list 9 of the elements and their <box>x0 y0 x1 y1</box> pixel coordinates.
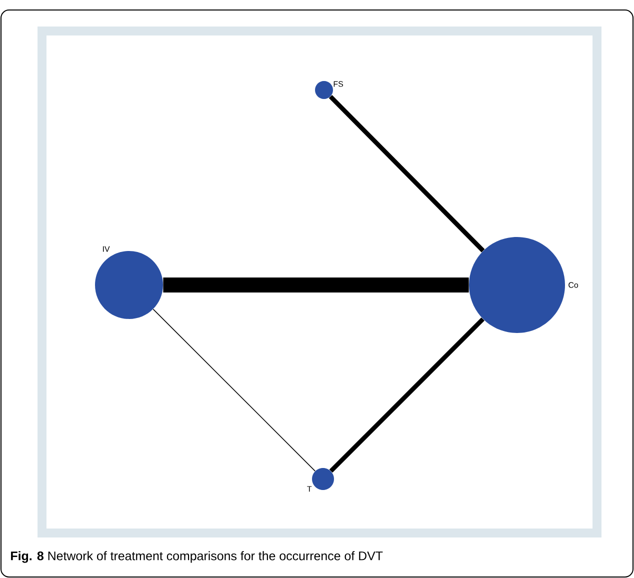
network-node <box>469 237 565 333</box>
connector-line <box>163 278 469 292</box>
connector-line <box>328 94 485 252</box>
network-node <box>312 468 334 490</box>
connector-line <box>152 308 316 472</box>
figure-caption: Fig. 8 Network of treatment comparisons for the occurrence of DVT <box>11 551 383 563</box>
connector-line <box>329 317 485 473</box>
network-node <box>315 81 333 99</box>
network-node <box>95 251 163 319</box>
